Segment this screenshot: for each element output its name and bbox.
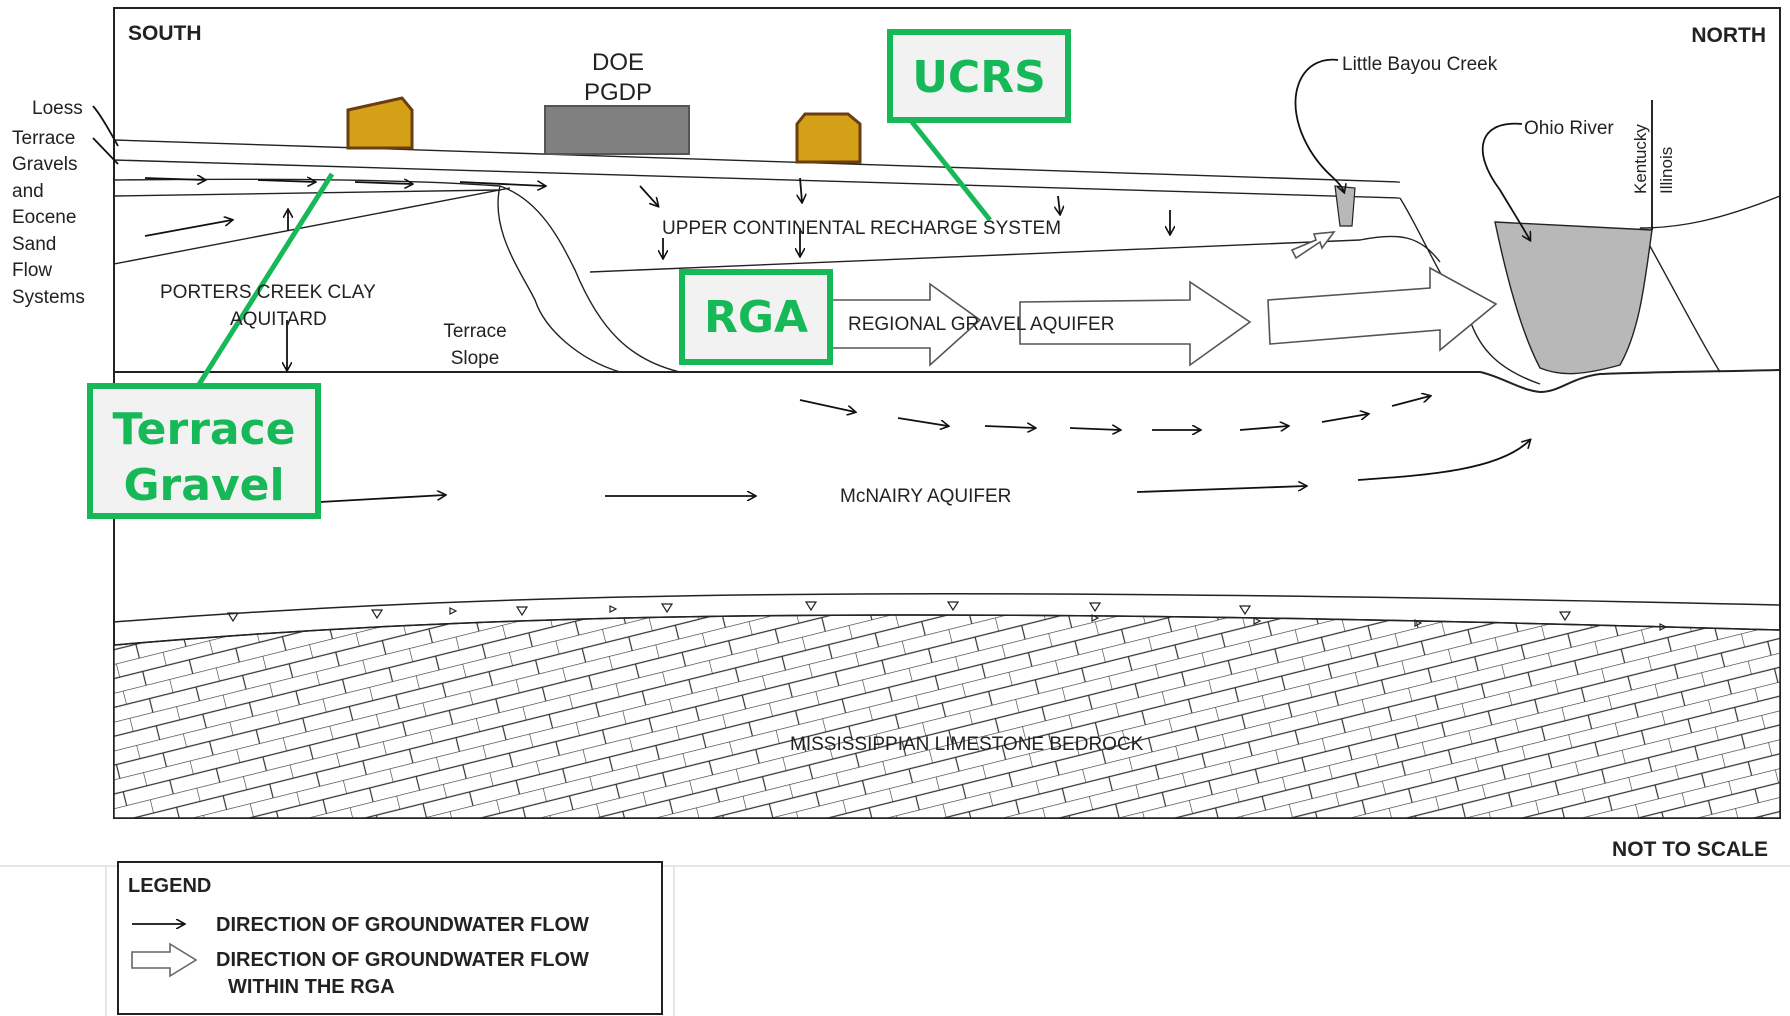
- ohio-river-label: Ohio River: [1524, 118, 1614, 139]
- eocene-label: Eocene: [12, 207, 76, 228]
- doe-pgdp-facility: [545, 106, 689, 154]
- legend-flow-text: DIRECTION OF GROUNDWATER FLOW: [216, 914, 589, 936]
- limestone-bedrock: [114, 615, 1780, 818]
- ucrs-unit-label: UPPER CONTINENTAL RECHARGE SYSTEM: [662, 218, 1061, 239]
- terrace-gravel-callout-line1: Terrace: [112, 404, 295, 455]
- bedrock-label: MISSISSIPPIAN LIMESTONE BEDROCK: [790, 734, 1144, 755]
- mcnairy-aquifer-label: McNAIRY AQUIFER: [840, 486, 1011, 507]
- ucrs-callout: UCRS: [890, 32, 1068, 120]
- terrace-slope-label-line1: Terrace: [443, 321, 506, 342]
- legend-rga-flow-text-line2: WITHIN THE RGA: [228, 976, 395, 998]
- ucrs-callout-text: UCRS: [912, 52, 1046, 103]
- building-right: [797, 114, 860, 162]
- facility-label-line1: DOE: [592, 49, 644, 76]
- and-label: and: [12, 181, 44, 202]
- north-label: NORTH: [1691, 24, 1766, 47]
- porters-creek-label-line1: PORTERS CREEK CLAY: [160, 282, 376, 303]
- rga-callout-text: RGA: [704, 292, 808, 343]
- porters-creek-label-line2: AQUITARD: [230, 309, 327, 330]
- illinois-label: Illinois: [1657, 147, 1676, 194]
- terrace-slope-label-line2: Slope: [451, 348, 500, 369]
- terrace-gravel-callout: Terrace Gravel: [90, 386, 318, 516]
- loess-label: Loess: [32, 98, 83, 119]
- legend-rga-flow-text-line1: DIRECTION OF GROUNDWATER FLOW: [216, 949, 589, 971]
- terrace-gravel-callout-line2: Gravel: [123, 460, 284, 511]
- gravels-label: Gravels: [12, 154, 77, 175]
- flow-label: Flow: [12, 260, 52, 281]
- legend: LEGEND DIRECTION OF GROUNDWATER FLOW DIR…: [118, 862, 662, 1014]
- kentucky-label: Kentucky: [1631, 124, 1650, 194]
- rga-callout: RGA: [682, 272, 830, 362]
- sand-label: Sand: [12, 234, 56, 255]
- systems-label: Systems: [12, 287, 85, 308]
- facility-label-line2: PGDP: [584, 79, 652, 106]
- little-bayou-creek-label: Little Bayou Creek: [1342, 54, 1498, 75]
- south-label: SOUTH: [128, 22, 202, 45]
- rga-unit-label: REGIONAL GRAVEL AQUIFER: [848, 314, 1114, 335]
- not-to-scale-label: NOT TO SCALE: [1612, 838, 1768, 861]
- legend-title: LEGEND: [128, 875, 211, 897]
- terrace-label: Terrace: [12, 128, 75, 149]
- left-side-labels: Loess Terrace Gravels and Eocene Sand Fl…: [12, 98, 85, 308]
